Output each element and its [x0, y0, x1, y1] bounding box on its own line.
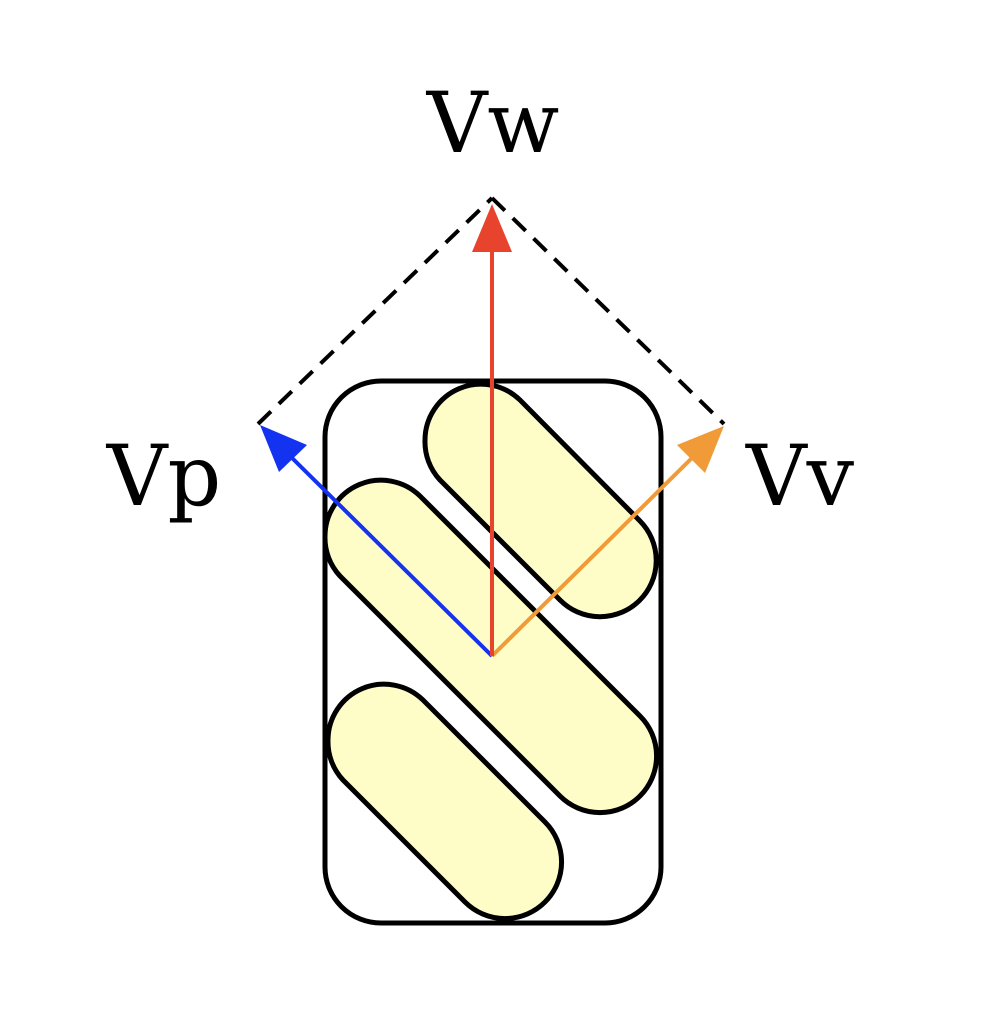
label-right: Vv — [745, 427, 855, 525]
label-left: Vp — [106, 427, 221, 525]
right-arrow-head — [677, 426, 724, 473]
dashed-line-right — [490, 196, 726, 426]
left-arrow-head — [260, 425, 307, 472]
right-arrow-shaft — [490, 447, 703, 658]
roller-bottom — [325, 681, 565, 922]
roller-top — [422, 381, 659, 620]
dashed-line-left — [256, 196, 494, 426]
label-resultant: Vw — [426, 74, 560, 172]
arrows — [260, 204, 724, 658]
resultant-arrow-head — [472, 204, 512, 252]
dashed-construction-lines — [256, 196, 726, 426]
left-arrow-shaft — [281, 447, 494, 658]
